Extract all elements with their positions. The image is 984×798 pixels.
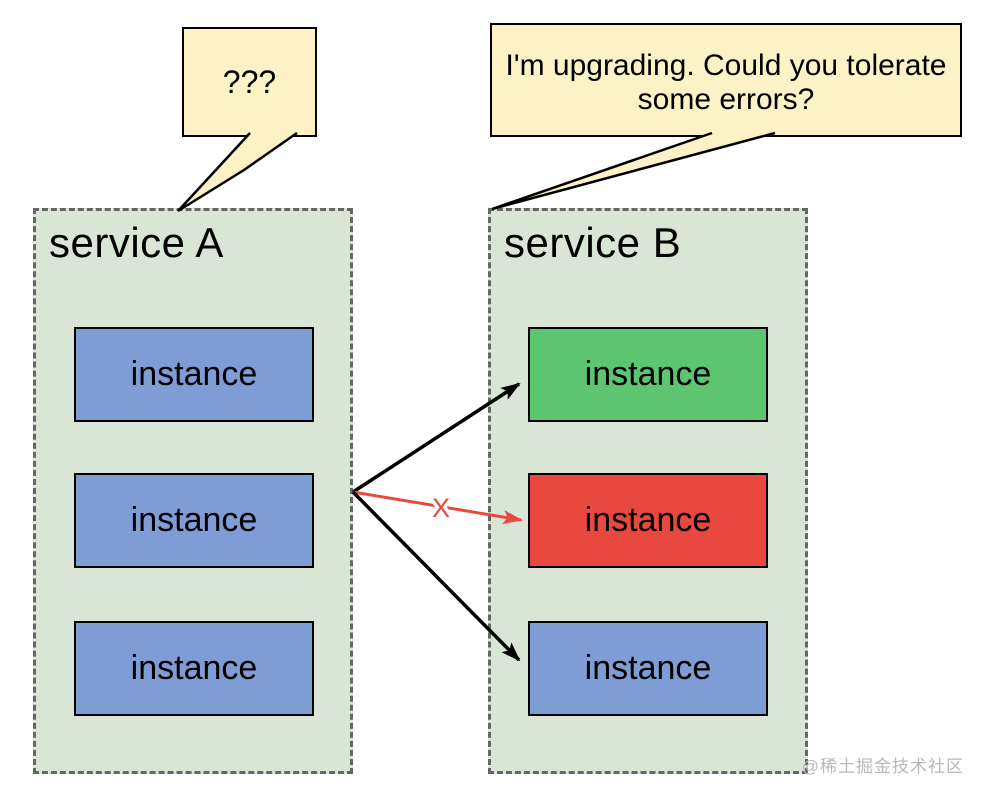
instance-label: instance: [584, 649, 712, 687]
instance-label: instance: [584, 355, 712, 393]
service-b-box: service B instance instance instance: [488, 208, 808, 774]
error-x-mark: X: [432, 493, 450, 523]
instance-label: instance: [130, 501, 258, 539]
service-a-instance-1: instance: [74, 327, 314, 422]
speech-bubble-question-tail: [177, 131, 298, 213]
service-a-box: service A instance instance instance: [33, 208, 353, 774]
service-a-instance-3: instance: [74, 621, 314, 716]
service-a-instance-2: instance: [74, 473, 314, 568]
service-b-instance-failing: instance: [528, 473, 768, 568]
watermark: @稀土掘金技术社区: [801, 757, 964, 776]
speech-bubble-upgrading-line2: some errors?: [637, 83, 815, 116]
instance-label: instance: [130, 355, 258, 393]
instance-label: instance: [584, 501, 712, 539]
speech-bubble-question: ???: [182, 27, 317, 137]
speech-bubble-upgrading: I'm upgrading. Could you tolerate some e…: [490, 23, 962, 137]
speech-bubble-question-text: ???: [222, 63, 277, 100]
speech-bubble-upgrading-tail: [491, 131, 776, 211]
instance-label: instance: [130, 649, 258, 687]
service-b-instance-upgraded: instance: [528, 327, 768, 422]
service-a-title: service A: [49, 219, 224, 266]
service-b-instance-running: instance: [528, 621, 768, 716]
service-b-title: service B: [504, 219, 682, 266]
speech-bubble-upgrading-line1: I'm upgrading. Could you tolerate: [505, 49, 947, 82]
